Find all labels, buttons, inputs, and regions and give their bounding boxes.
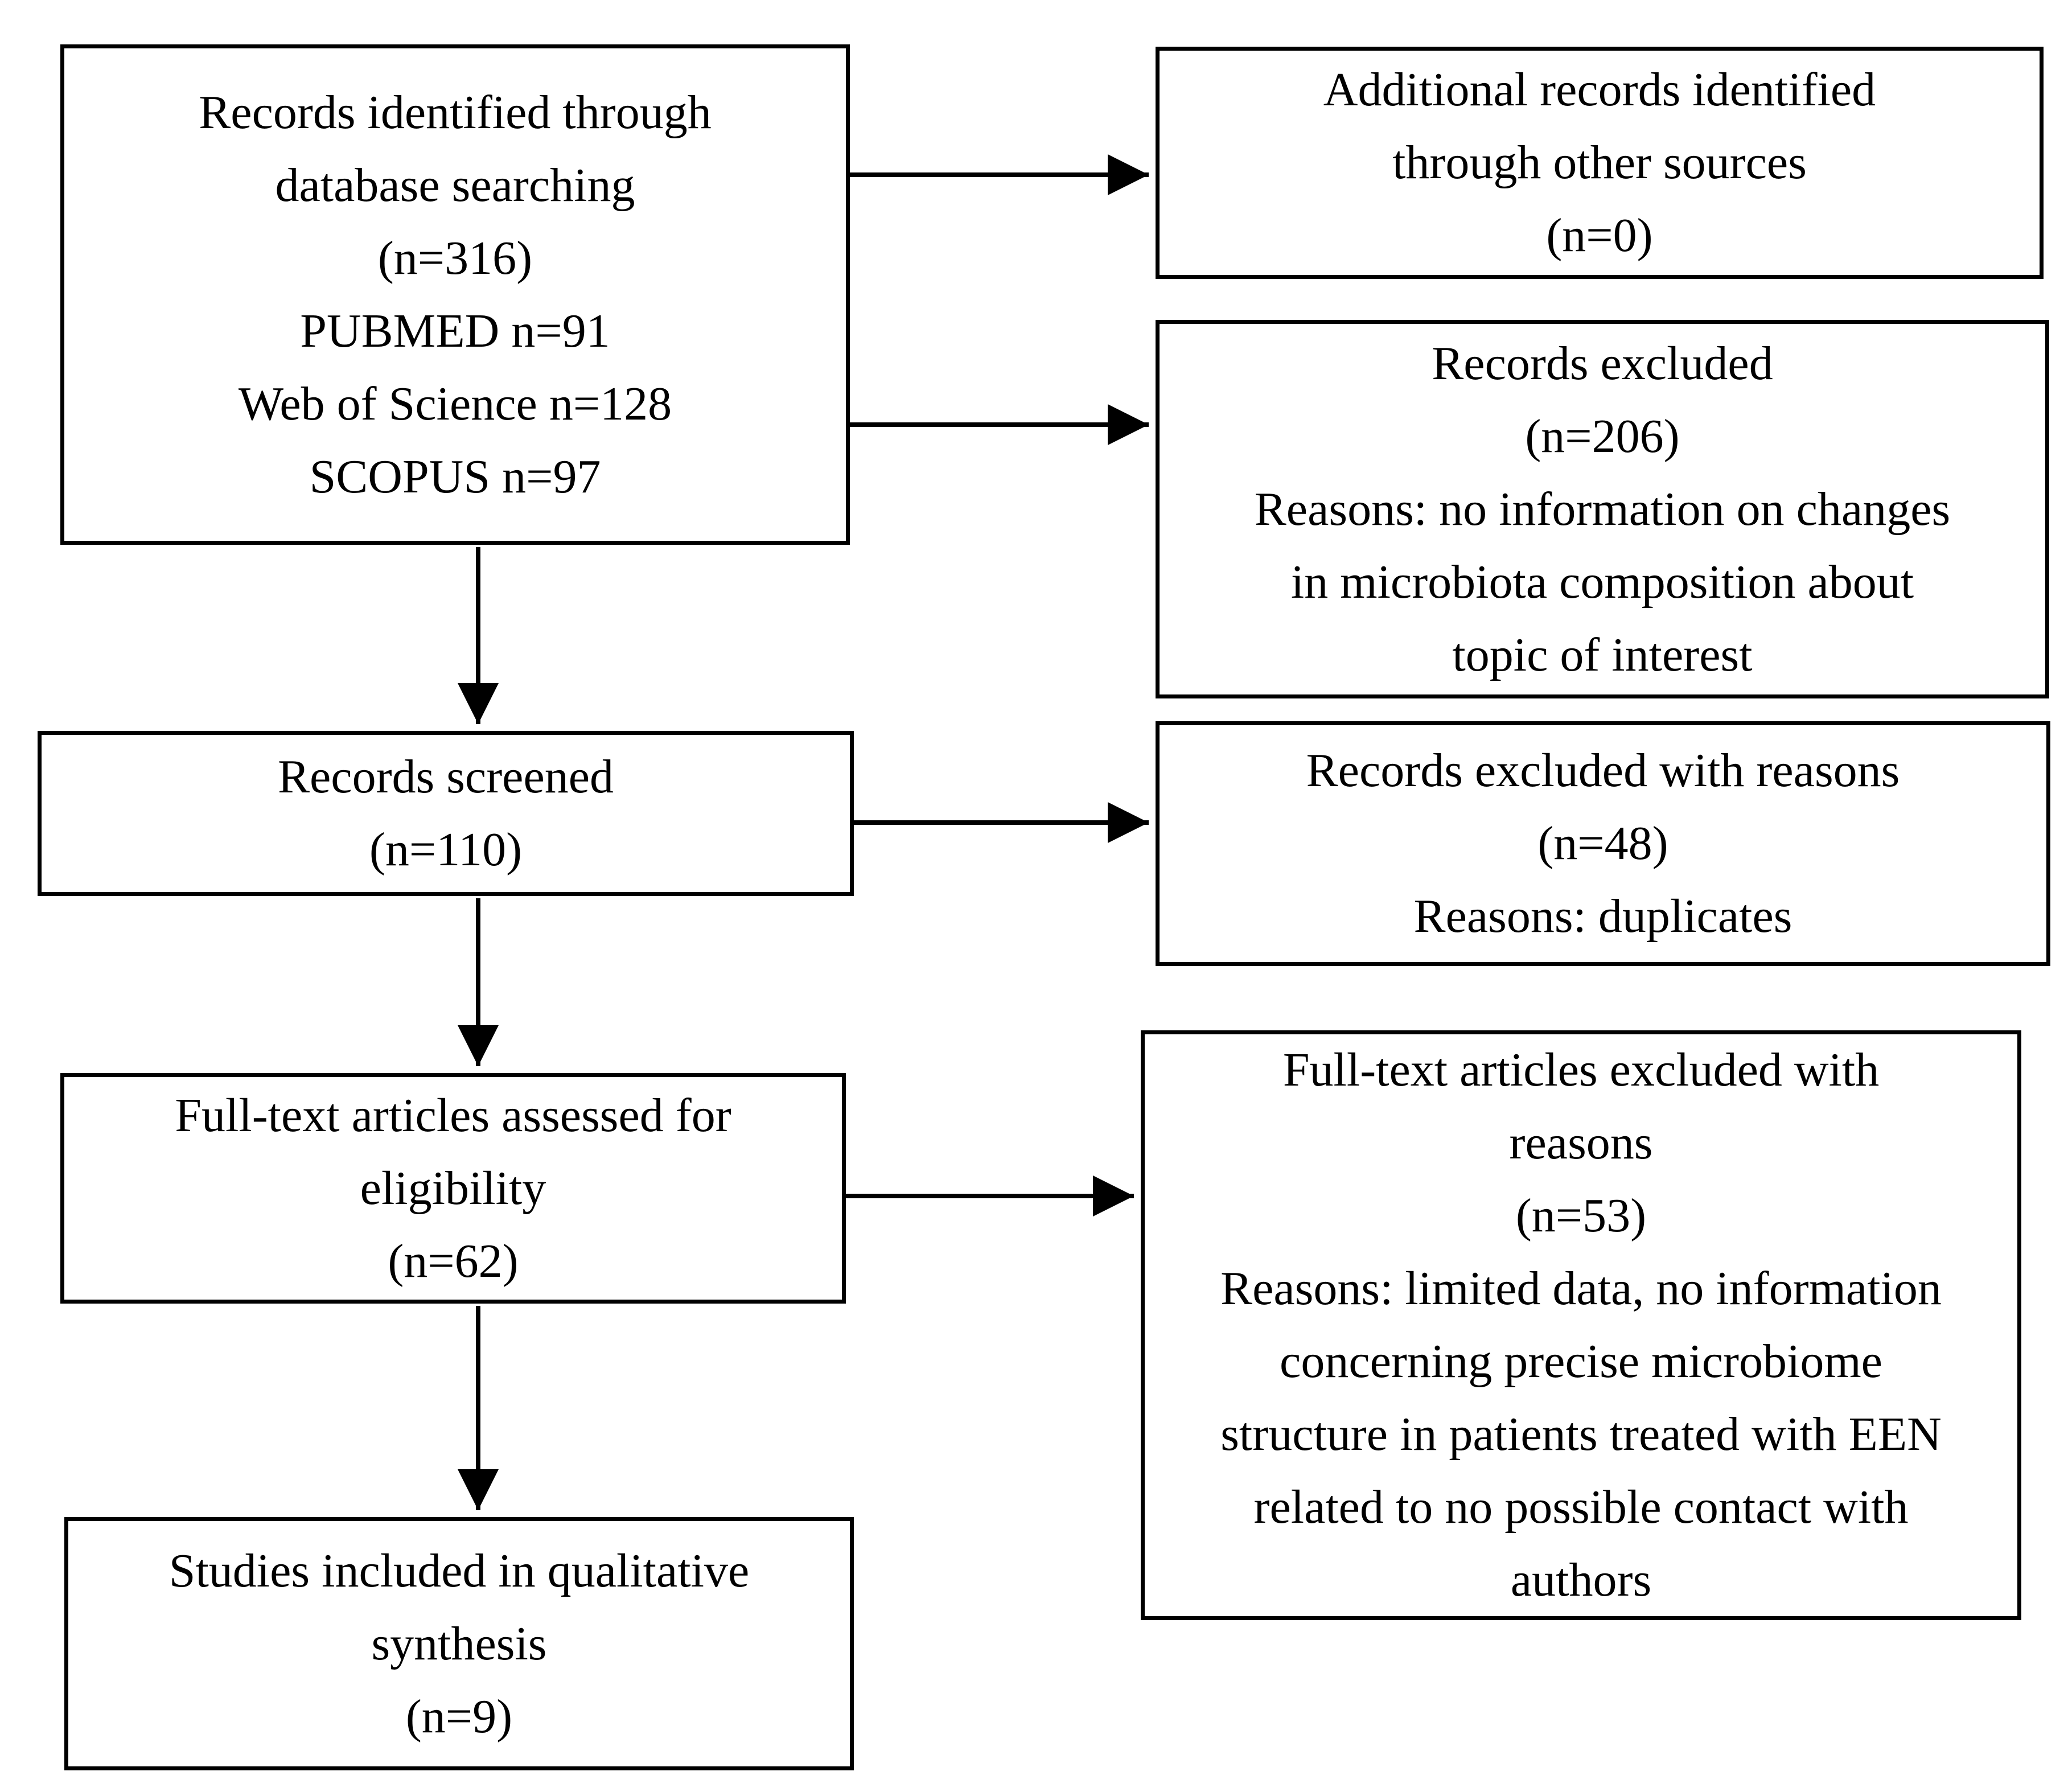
box-records-screened: Records screened (n=110) — [38, 731, 854, 896]
box-records-excluded: Records excluded (n=206) Reasons: no inf… — [1156, 320, 2049, 698]
box-records-excluded-with-reasons: Records excluded with reasons (n=48) Rea… — [1156, 721, 2050, 966]
box-fulltext-assessed: Full-text articles assessed for eligibil… — [60, 1073, 846, 1304]
box-studies-included: Studies included in qualitative synthesi… — [64, 1517, 854, 1770]
box-fulltext-excluded: Full-text articles excluded with reasons… — [1141, 1030, 2021, 1620]
box-records-identified: Records identified through database sear… — [60, 44, 850, 545]
box-additional-records: Additional records identified through ot… — [1156, 47, 2044, 279]
